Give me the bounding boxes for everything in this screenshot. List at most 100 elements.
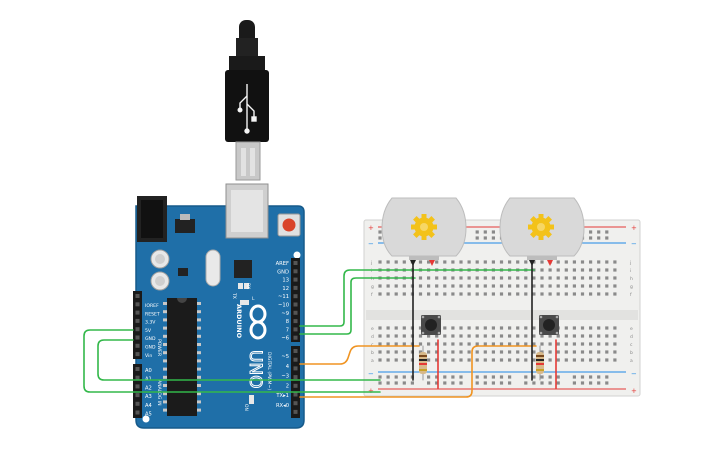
breadboard-hole[interactable] (589, 260, 593, 264)
breadboard-hole[interactable] (589, 342, 593, 346)
breadboard-hole[interactable] (443, 375, 447, 379)
breadboard-hole[interactable] (597, 276, 601, 280)
breadboard-hole[interactable] (548, 342, 552, 346)
breadboard-hole[interactable] (435, 334, 439, 338)
breadboard-hole[interactable] (597, 342, 601, 346)
breadboard-hole[interactable] (605, 375, 609, 379)
breadboard-hole[interactable] (548, 268, 552, 272)
breadboard-hole[interactable] (508, 342, 512, 346)
button-2[interactable] (539, 315, 559, 335)
breadboard-hole[interactable] (524, 276, 528, 280)
breadboard-hole[interactable] (532, 334, 536, 338)
header-hole[interactable] (135, 384, 140, 389)
breadboard-hole[interactable] (435, 358, 439, 362)
breadboard-hole[interactable] (459, 334, 463, 338)
breadboard-hole[interactable] (427, 292, 431, 296)
breadboard-hole[interactable] (580, 350, 585, 354)
breadboard-hole[interactable] (556, 276, 560, 280)
breadboard-hole[interactable] (402, 358, 406, 362)
breadboard-hole[interactable] (451, 260, 455, 264)
breadboard-hole[interactable] (451, 292, 455, 296)
header-hole[interactable] (135, 327, 140, 332)
breadboard-hole[interactable] (589, 326, 593, 330)
breadboard-hole[interactable] (613, 268, 617, 272)
breadboard-hole[interactable] (605, 236, 609, 240)
breadboard-hole[interactable] (459, 260, 463, 264)
header-hole[interactable] (293, 401, 298, 406)
breadboard-hole[interactable] (516, 260, 520, 264)
breadboard-hole[interactable] (451, 342, 455, 346)
breadboard-hole[interactable] (483, 342, 487, 346)
breadboard-hole[interactable] (516, 334, 520, 338)
breadboard-hole[interactable] (499, 342, 504, 346)
breadboard-hole[interactable] (435, 381, 439, 385)
breadboard-hole[interactable] (459, 342, 463, 346)
breadboard-hole[interactable] (451, 284, 455, 288)
breadboard-hole[interactable] (410, 381, 414, 385)
breadboard-hole[interactable] (605, 260, 609, 264)
header-hole[interactable] (135, 410, 140, 415)
breadboard-hole[interactable] (589, 334, 593, 338)
breadboard-hole[interactable] (483, 236, 487, 240)
breadboard-hole[interactable] (483, 284, 487, 288)
breadboard-hole[interactable] (475, 326, 479, 330)
breadboard-hole[interactable] (572, 268, 576, 272)
wire-green-gnd[interactable] (97, 339, 381, 381)
breadboard-hole[interactable] (589, 375, 593, 379)
breadboard-hole[interactable] (580, 375, 585, 379)
breadboard-hole[interactable] (418, 334, 423, 338)
breadboard-hole[interactable] (524, 350, 528, 354)
breadboard-hole[interactable] (580, 268, 585, 272)
breadboard-hole[interactable] (499, 350, 504, 354)
breadboard-hole[interactable] (491, 230, 495, 234)
breadboard-hole[interactable] (394, 260, 398, 264)
breadboard-hole[interactable] (475, 350, 479, 354)
breadboard-hole[interactable] (451, 326, 455, 330)
breadboard-hole[interactable] (418, 260, 423, 264)
breadboard-hole[interactable] (580, 260, 585, 264)
header-hole[interactable] (293, 349, 298, 353)
header-hole[interactable] (293, 335, 298, 340)
breadboard-hole[interactable] (572, 334, 576, 338)
breadboard-hole[interactable] (532, 342, 536, 346)
breadboard-hole[interactable] (613, 342, 617, 346)
breadboard-hole[interactable] (516, 358, 520, 362)
breadboard-hole[interactable] (418, 350, 423, 354)
breadboard-hole[interactable] (572, 276, 576, 280)
breadboard-hole[interactable] (467, 326, 471, 330)
motor-2[interactable] (499, 197, 585, 266)
breadboard-hole[interactable] (443, 350, 447, 354)
breadboard-hole[interactable] (435, 375, 439, 379)
breadboard-hole[interactable] (508, 292, 512, 296)
breadboard-hole[interactable] (540, 284, 544, 288)
breadboard-hole[interactable] (580, 292, 585, 296)
breadboard-hole[interactable] (589, 350, 593, 354)
breadboard-hole[interactable] (605, 358, 609, 362)
breadboard-hole[interactable] (589, 358, 593, 362)
breadboard-hole[interactable] (459, 350, 463, 354)
breadboard-hole[interactable] (435, 284, 439, 288)
header-hole[interactable] (293, 392, 298, 397)
breadboard-hole[interactable] (589, 381, 593, 385)
breadboard-hole[interactable] (483, 381, 487, 385)
breadboard-hole[interactable] (402, 350, 406, 354)
wire-green-pin10[interactable] (299, 269, 535, 327)
breadboard-hole[interactable] (540, 292, 544, 296)
breadboard-hole[interactable] (589, 276, 593, 280)
breadboard-hole[interactable] (548, 381, 552, 385)
breadboard-hole[interactable] (483, 276, 487, 280)
header-hole[interactable] (293, 375, 298, 380)
breadboard-hole[interactable] (394, 334, 398, 338)
header-hole[interactable] (293, 366, 298, 371)
header-hole[interactable] (293, 327, 298, 332)
breadboard-hole[interactable] (475, 358, 479, 362)
header-hole[interactable] (293, 285, 298, 290)
breadboard-hole[interactable] (556, 260, 560, 264)
breadboard-hole[interactable] (459, 276, 463, 280)
breadboard-hole[interactable] (597, 326, 601, 330)
breadboard-hole[interactable] (402, 292, 406, 296)
breadboard-hole[interactable] (589, 230, 593, 234)
breadboard-hole[interactable] (613, 260, 617, 264)
breadboard-hole[interactable] (556, 334, 560, 338)
breadboard-hole[interactable] (443, 260, 447, 264)
